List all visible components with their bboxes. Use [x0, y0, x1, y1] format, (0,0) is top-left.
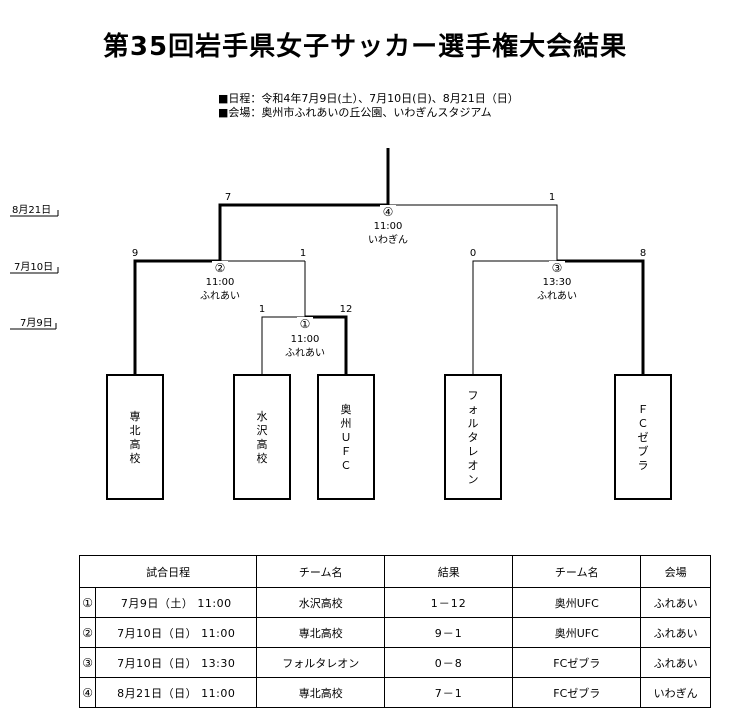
round-labels: 8月21日 7月10日 7月9日 [10, 204, 59, 330]
match-venue-final: いわぎん [368, 233, 408, 246]
page-title: 第35回岩手県女子サッカー選手権大会結果 [102, 32, 628, 62]
row-venue: いわぎん [640, 677, 711, 708]
row-score: 9－1 [384, 617, 514, 648]
team-box-senpoku [106, 374, 164, 500]
line-suisawa [261, 316, 305, 375]
match-id-semi2: ② [215, 261, 226, 275]
score-semi2-right: 1 [300, 248, 306, 259]
header-team2: チーム名 [512, 555, 642, 588]
team-name-suisawa: 水沢高校 [257, 410, 268, 465]
row-team2: 奥州UFC [512, 587, 642, 618]
line-forta [472, 260, 557, 375]
match-time-1: 11:00 [291, 334, 320, 345]
match-id-1: ① [300, 317, 311, 331]
line-senpoku-winner [133, 259, 220, 375]
match-time-final: 11:00 [374, 221, 403, 232]
line-zebra-winner [557, 259, 645, 375]
table-row: ③ 7月10日（日） 13:30 フォルタレオン 0－8 FCゼブラ ふれあい [78, 647, 711, 678]
team-boxes [106, 374, 672, 500]
table-row: ① 7月9日（土） 11:00 水沢高校 1－12 奥州UFC ふれあい [78, 587, 711, 618]
row-number: ③ [78, 647, 97, 678]
score-final-left: 7 [225, 192, 231, 203]
row-venue: ふれあい [640, 587, 711, 618]
match-time-semi2: 11:00 [206, 277, 235, 288]
row-team1: 専北高校 [256, 677, 386, 708]
row-score: 0－8 [384, 647, 514, 678]
row-venue: ふれあい [640, 617, 711, 648]
row-number: ④ [78, 677, 97, 708]
row-team2: 奥州UFC [512, 617, 642, 648]
score-match1-left: 1 [259, 304, 265, 315]
table-row: ② 7月10日（日） 11:00 専北高校 9－1 奥州UFC ふれあい [78, 617, 711, 648]
results-table: 試合日程 チーム名 結果 チーム名 会場 ① 7月9日（土） 11:00 水沢高… [78, 555, 711, 708]
bracket-lines-thin [220, 204, 558, 375]
match-time-semi3: 13:30 [543, 277, 572, 288]
score-match1-right: 12 [340, 304, 353, 315]
score-final-right: 1 [549, 192, 555, 203]
row-team2: FCゼブラ [512, 677, 642, 708]
row-date: 7月9日（土） 11:00 [95, 587, 258, 618]
match-venue-1: ふれあい [285, 347, 325, 359]
score-semi3-left: 0 [470, 248, 476, 259]
bracket-lines-thick [133, 148, 645, 375]
match-markers: ④ 11:00 いわぎん ② 11:00 ふれあい ③ 13:30 ふれあい ①… [200, 205, 577, 359]
team-box-forta [444, 374, 502, 500]
scores: 7 1 9 1 0 8 1 12 [132, 192, 646, 315]
team-name-senpoku: 専北高校 [130, 410, 141, 465]
row-number: ① [78, 587, 97, 618]
table-header-row: 試合日程 チーム名 結果 チーム名 会場 [78, 555, 711, 588]
team-name-oshu: 奥州ＵＦＣ [341, 402, 352, 472]
team-name-zebra: ＦＣゼブラ [638, 403, 649, 472]
score-semi3-right: 8 [640, 248, 646, 259]
row-team1: 専北高校 [256, 617, 386, 648]
row-score: 1－12 [384, 587, 514, 618]
team-name-forta: フォルタレオン [468, 389, 479, 486]
team-box-oshu [317, 374, 375, 500]
team-box-suisawa [233, 374, 291, 500]
schedule-info: ■日程：令和4年7月9日(土）、7月10日(日)、8月21日（日） [218, 92, 519, 105]
round-label-semi: 7月10日 [14, 261, 53, 273]
header-team1: チーム名 [256, 555, 386, 588]
score-semi2-left: 9 [132, 248, 138, 259]
match-id-final: ④ [383, 205, 394, 219]
team-box-zebra [614, 374, 672, 500]
round-label-first: 7月9日 [20, 317, 53, 329]
row-date: 7月10日（日） 13:30 [95, 647, 258, 678]
match-venue-semi3: ふれあい [537, 290, 577, 302]
row-team1: 水沢高校 [256, 587, 386, 618]
row-venue: ふれあい [640, 647, 711, 678]
venue-info: ■会場：奥州市ふれあいの丘公園、いわぎんスタジアム [218, 106, 492, 119]
row-team2: FCゼブラ [512, 647, 642, 678]
row-date: 7月10日（日） 11:00 [95, 617, 258, 648]
table-row: ④ 8月21日（日） 11:00 専北高校 7－1 FCゼブラ いわぎん [78, 677, 711, 708]
header-schedule: 試合日程 [78, 555, 258, 588]
round-label-final: 8月21日 [12, 204, 51, 216]
tournament-bracket: 8月21日 7月10日 7月9日 専北高校 水沢高校 奥州ＵＦＣ フォルタレオン ＦＣゼ… [10, 148, 672, 500]
match-venue-semi2: ふれあい [200, 290, 240, 302]
header-venue: 会場 [640, 555, 711, 588]
row-score: 7－1 [384, 677, 514, 708]
row-team1: フォルタレオン [256, 647, 386, 678]
line-semi2-winner [218, 203, 388, 261]
row-number: ② [78, 617, 97, 648]
line-oshu-winner [305, 315, 348, 375]
team-names: 専北高校 水沢高校 奥州ＵＦＣ フォルタレオン ＦＣゼブラ [130, 389, 649, 486]
line-final-right [388, 204, 558, 261]
row-date: 8月21日（日） 11:00 [95, 677, 258, 708]
header-result: 結果 [384, 555, 514, 588]
match-id-semi3: ③ [552, 261, 563, 275]
